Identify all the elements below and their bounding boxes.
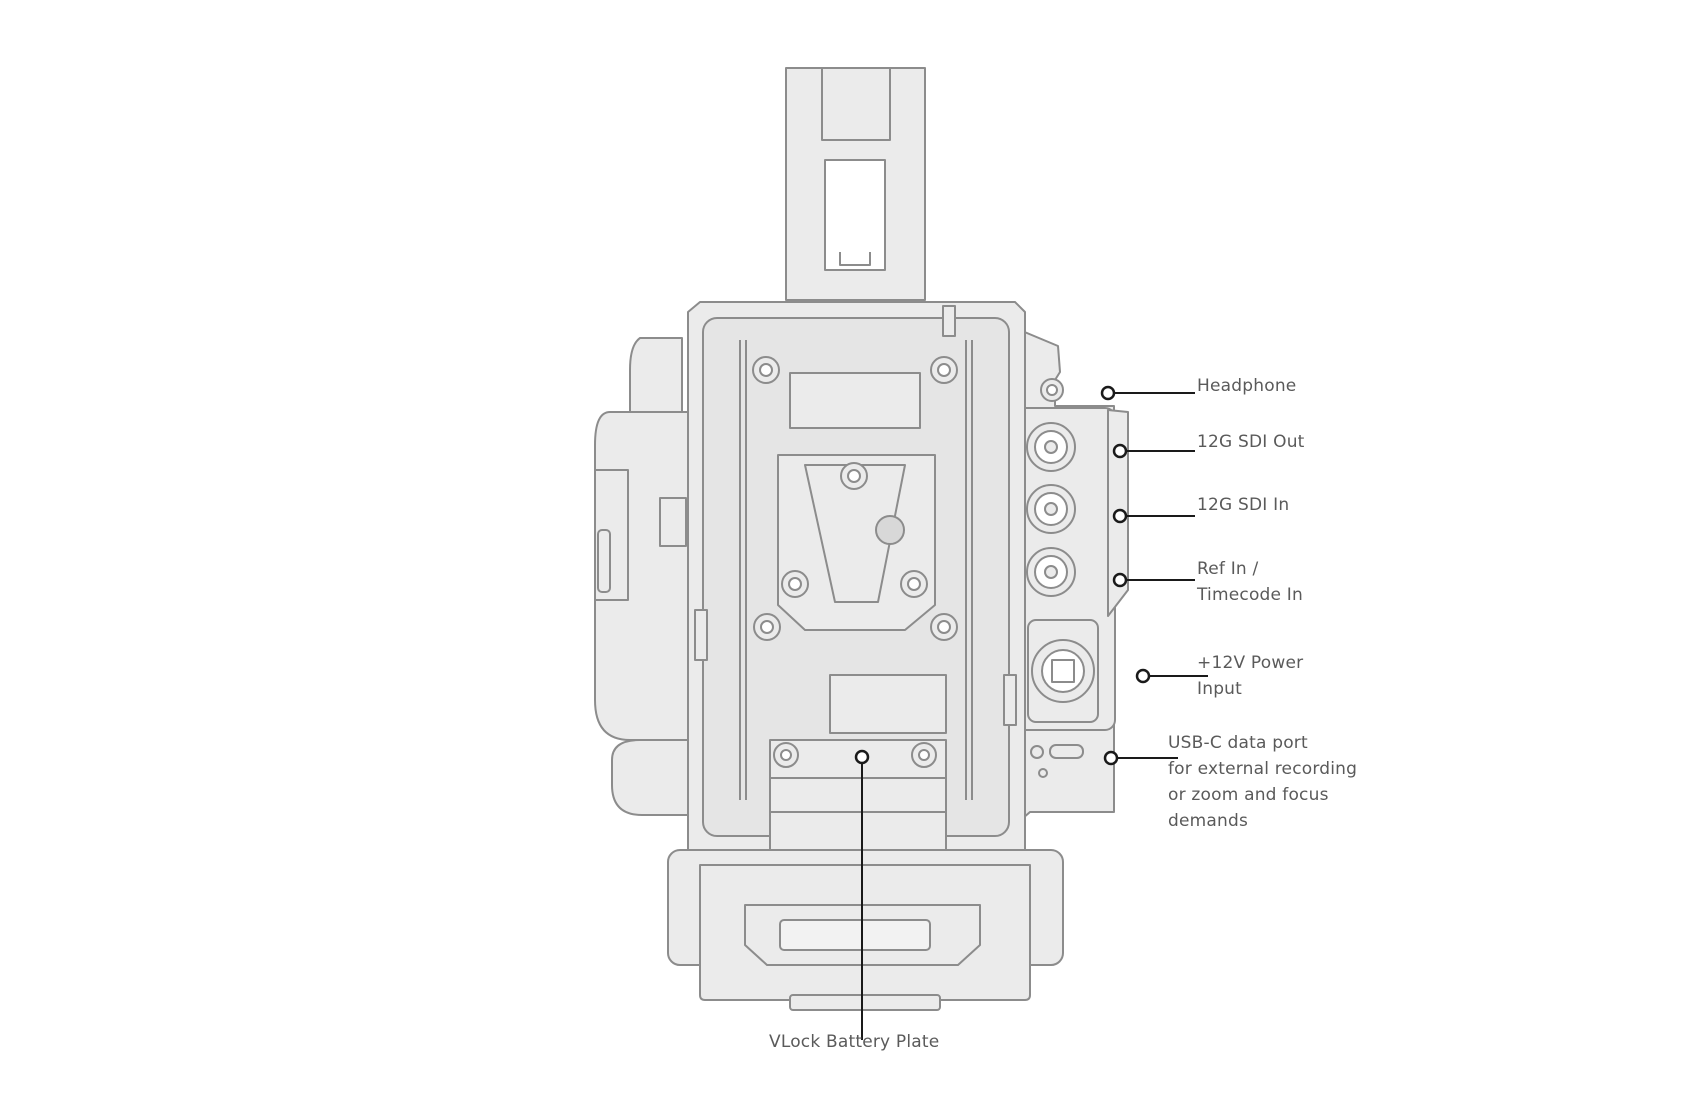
connector-bay [1026,378,1099,778]
power-label: +12V Power Input [1197,650,1303,702]
vlock-label: VLock Battery Plate [769,1029,939,1055]
ref-in-label-line-2: Timecode In [1197,585,1303,605]
ref-in-label: Ref In / Timecode In [1197,556,1303,608]
sdi-out-label: 12G SDI Out [1197,429,1305,455]
sdi-in-marker [1112,508,1128,524]
sdi-in-label: 12G SDI In [1197,492,1289,518]
usb-c-label-line-4: demands [1168,811,1249,831]
top-handle [785,67,926,301]
headphone-label: Headphone [1197,373,1296,399]
vlock-label-line: VLock Battery Plate [769,1032,940,1052]
sdi-in-connector [1026,484,1076,534]
power-label-line-1: +12V Power [1197,653,1304,673]
sdi-out-marker [1112,443,1128,459]
usb-c-label: USB-C data port for external recording o… [1168,730,1357,834]
vlock-marker [854,749,870,765]
ref-in-label-line-1: Ref In / [1197,559,1259,579]
left-side-panel [594,337,691,816]
usb-c-label-line-2: for external recording [1168,759,1358,779]
sdi-in-label-line: 12G SDI In [1197,495,1290,515]
usb-c-label-line-3: or zoom and focus [1168,785,1329,805]
usb-c-label-line-1: USB-C data port [1168,733,1308,753]
power-xlr-connector [1027,619,1099,723]
mounting-screws [752,356,958,768]
headphone-jack [1040,378,1064,402]
callout-leaders [854,385,1208,1040]
ref-in-marker [1112,572,1128,588]
sdi-out-label-line: 12G SDI Out [1197,432,1305,452]
ref-in-connector [1026,547,1076,597]
headphone-marker [1100,385,1116,401]
usb-c-marker [1103,750,1119,766]
headphone-label-line: Headphone [1197,376,1297,396]
lower-base [667,849,1064,1011]
power-marker [1135,668,1151,684]
sdi-out-connector [1026,422,1076,472]
power-label-line-2: Input [1197,679,1243,699]
main-body [687,301,1026,851]
usb-c-port [1030,744,1084,778]
